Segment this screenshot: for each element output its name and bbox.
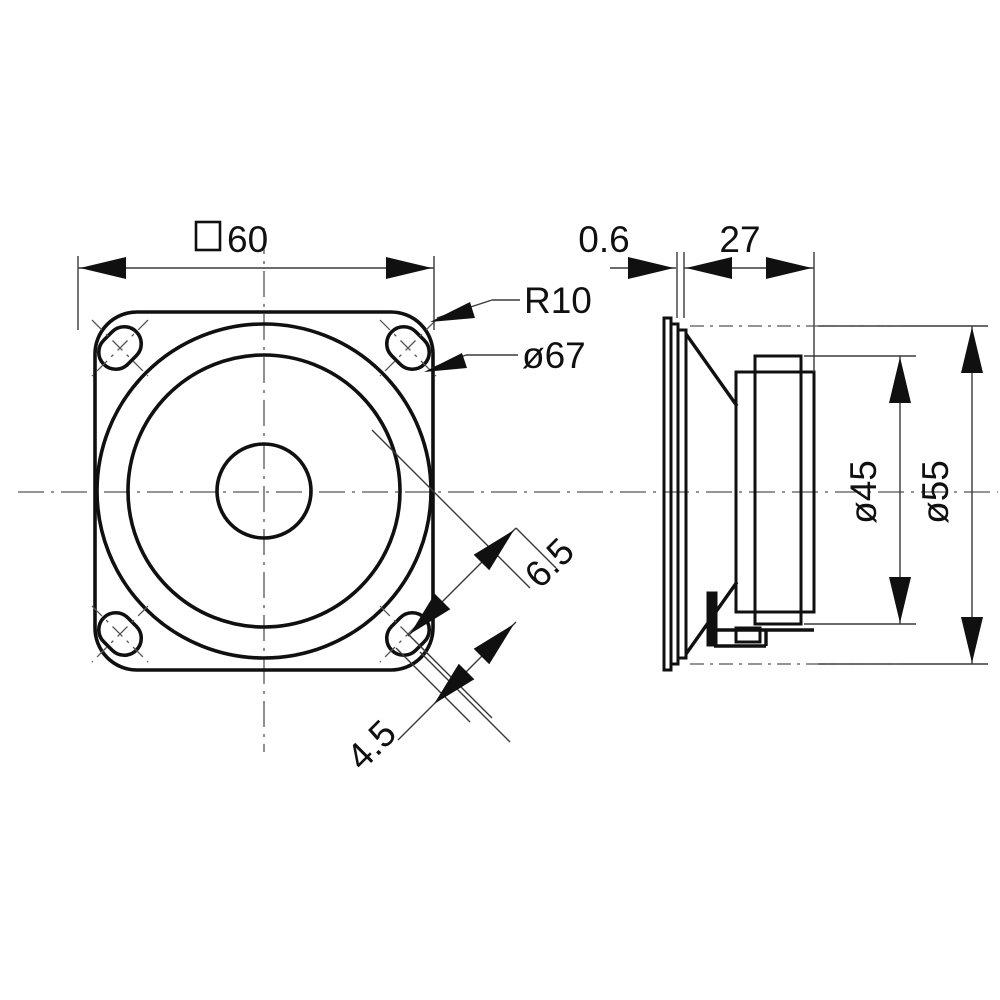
dimension-label-total-depth: 27 — [719, 219, 760, 260]
arrowhead-bottom — [961, 617, 983, 663]
hole-centerline-b — [91, 319, 149, 377]
arrowhead-right — [386, 257, 432, 279]
mounting-hole-top-left — [91, 319, 149, 377]
dimension-flange-depth: 0.6 — [578, 219, 676, 279]
front-view: 60 R10 ø67 — [77, 219, 592, 778]
arrowhead-left — [80, 257, 126, 279]
dust-cap-circle — [215, 442, 313, 540]
flange-layer-3 — [676, 328, 688, 660]
dimension-corner-radius: R10 — [430, 280, 592, 322]
dimension-hole-spacing: 6.5 — [371, 429, 582, 719]
cone-inner-circle — [126, 353, 402, 629]
dimension-basket-diameter: ø55 — [818, 325, 988, 665]
dimension-label-basket-diameter: ø55 — [915, 460, 956, 524]
extension-line-b — [419, 651, 511, 743]
arrowhead-d67 — [424, 353, 467, 372]
side-view: 0.6 27 ø45 — [578, 219, 988, 672]
mounting-hole-bottom-left — [91, 605, 149, 663]
dimension-magnet-diameter: ø45 — [804, 355, 916, 625]
magnet-inner-block — [753, 354, 803, 626]
arrowhead-top — [961, 327, 983, 373]
mounting-hole-top-right — [379, 319, 437, 377]
arrowhead-left — [686, 257, 732, 279]
dimension-label-hole-spacing: 6.5 — [517, 530, 582, 595]
cone-outer-circle — [95, 322, 433, 660]
arrowhead-r10 — [430, 302, 475, 322]
label-leader — [397, 705, 433, 741]
arrowhead-top — [889, 357, 911, 403]
extension-line-upper — [371, 429, 531, 589]
label-leader — [515, 527, 557, 569]
extension-line-lower — [407, 633, 493, 719]
terminal-contact-box — [734, 626, 762, 644]
dimension-label-frame-width: 60 — [227, 219, 268, 260]
dimension-label-corner-radius: R10 — [524, 280, 592, 321]
dimension-total-depth: 27 — [676, 219, 815, 372]
square-symbol-icon — [194, 220, 222, 252]
terminal-tab — [706, 591, 718, 647]
arrowhead-bottom — [889, 577, 911, 623]
dimension-label-hole-size: 4.5 — [339, 712, 404, 777]
hole-centerline-b — [379, 319, 437, 377]
extension-line-a — [395, 647, 471, 723]
hole-centerline-b — [91, 605, 149, 663]
cone-taper-upper — [684, 333, 739, 407]
dimension-cone-diameter: ø67 — [424, 335, 586, 376]
dimension-label-cone-diameter: ø67 — [522, 335, 586, 376]
magnet-outer-block — [734, 370, 816, 614]
dimension-label-flange-depth: 0.6 — [578, 219, 629, 260]
arrowhead-right — [628, 257, 674, 279]
centerlines-group — [18, 228, 998, 752]
front-flange-stack — [662, 316, 688, 672]
arrowhead-right — [766, 257, 812, 279]
dimension-label-magnet-diameter: ø45 — [843, 460, 884, 524]
dimension-frame-width: 60 — [77, 219, 435, 330]
